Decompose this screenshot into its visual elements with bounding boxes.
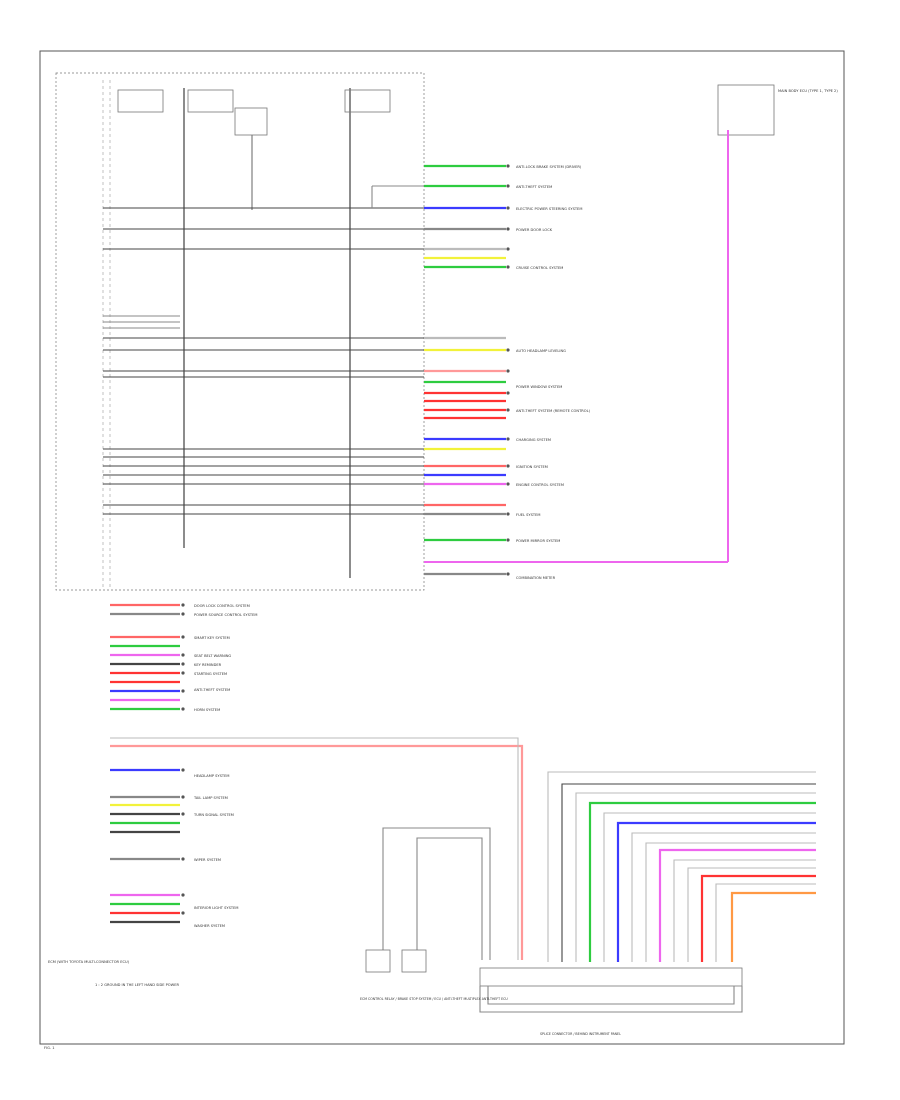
right-wire-label: POWER MIRROR SYSTEM <box>516 539 560 543</box>
left-wire-label: DOOR LOCK CONTROL SYSTEM <box>194 604 250 608</box>
left-wire-label: SEAT BELT WARNING <box>194 654 231 658</box>
ecu-horizontal-buses <box>103 207 424 515</box>
right-wire-label: CRUISE CONTROL SYSTEM <box>516 266 563 270</box>
left-wire-label: HORN SYSTEM <box>194 708 220 712</box>
left-wire-label: STARTING SYSTEM <box>194 672 227 676</box>
right-wire-labels: ANTI-LOCK BRAKE SYSTEM (DRIVER) ANTI-THE… <box>516 165 591 580</box>
diagram-frame <box>39 50 845 1045</box>
splice-colored-wires <box>547 771 816 962</box>
left-wire-label: HEADLAMP SYSTEM <box>194 774 229 778</box>
left-wire-label: WASHER SYSTEM <box>194 924 225 928</box>
ecu-block <box>55 72 425 591</box>
right-wire-label: ANTI-THEFT SYSTEM <box>516 185 552 189</box>
left-colored-wires <box>110 603 524 960</box>
splice-connector-return-2 <box>487 986 735 1005</box>
left-wire-label: TAIL LAMP SYSTEM <box>193 796 228 800</box>
relay-wire-1 <box>382 827 491 960</box>
right-module-label: MAIN BODY ECU (TYPE 1, TYPE 2) <box>778 89 838 93</box>
ecu-internal-component <box>234 107 268 136</box>
left-ecu-label: ECM (WITH TOYOTA MULTI-CONNECTOR ECU) <box>48 960 130 964</box>
left-wire-label: KEY REMINDER <box>194 663 222 667</box>
left-wire-connectors <box>181 603 185 915</box>
right-wire-label: ELECTRIC POWER STEERING SYSTEM <box>516 207 582 211</box>
left-wire-label: POWER SOURCE CONTROL SYSTEM <box>194 613 257 617</box>
right-wire-label: ANTI-THEFT SYSTEM (REMOTE CONTROL) <box>516 409 591 413</box>
right-colored-wires <box>371 164 506 576</box>
top-relay-2 <box>187 89 234 113</box>
left-wire-label: WIPER SYSTEM <box>194 858 221 862</box>
right-wire-label: POWER DOOR LOCK <box>516 228 553 232</box>
right-wire-label: ENGINE CONTROL SYSTEM <box>516 483 564 487</box>
left-wire-label: SMART KEY SYSTEM <box>194 636 230 640</box>
top-relay-3 <box>344 89 391 113</box>
right-module-box <box>717 84 775 136</box>
right-wire-label: CHARGING SYSTEM <box>516 438 551 442</box>
right-wire-label: ANTI-LOCK BRAKE SYSTEM (DRIVER) <box>516 165 582 169</box>
splice-connector-box <box>479 967 743 987</box>
left-wire-labels: DOOR LOCK CONTROL SYSTEM POWER SOURCE CO… <box>193 604 257 928</box>
right-wire-label: FUEL SYSTEM <box>516 513 540 517</box>
bottom-right-label: SPLICE CONNECTOR / BEHIND INSTRUMENT PAN… <box>540 1032 621 1036</box>
relay-component-1 <box>365 949 391 973</box>
right-wire-label: COMBINATION METER <box>516 576 556 580</box>
footnote: 1 : 2 GROUND IN THE LEFT HAND SIDE POWER <box>95 983 179 987</box>
splice-connector-return <box>479 986 743 1013</box>
bottom-center-label: ECM CONTROL RELAY / BRAKE STOP SYSTEM / … <box>360 997 508 1001</box>
left-wire-label: ANTI-THEFT SYSTEM <box>194 688 230 692</box>
right-wire-label: AUTO HEADLAMP LEVELING <box>516 349 566 353</box>
left-wire-label: INTERIOR LIGHT SYSTEM <box>194 906 238 910</box>
top-relay-1 <box>117 89 164 113</box>
relay-wire-2 <box>416 837 483 960</box>
relay-component-2 <box>401 949 427 973</box>
right-wire-connectors <box>506 164 510 576</box>
page-id: FIG. 1 <box>44 1046 54 1050</box>
left-wire-label: TURN SIGNAL SYSTEM <box>193 813 234 817</box>
right-wire-label: IGNITION SYSTEM <box>516 465 548 469</box>
right-wire-label: POWER WINDOW SYSTEM <box>516 385 562 389</box>
